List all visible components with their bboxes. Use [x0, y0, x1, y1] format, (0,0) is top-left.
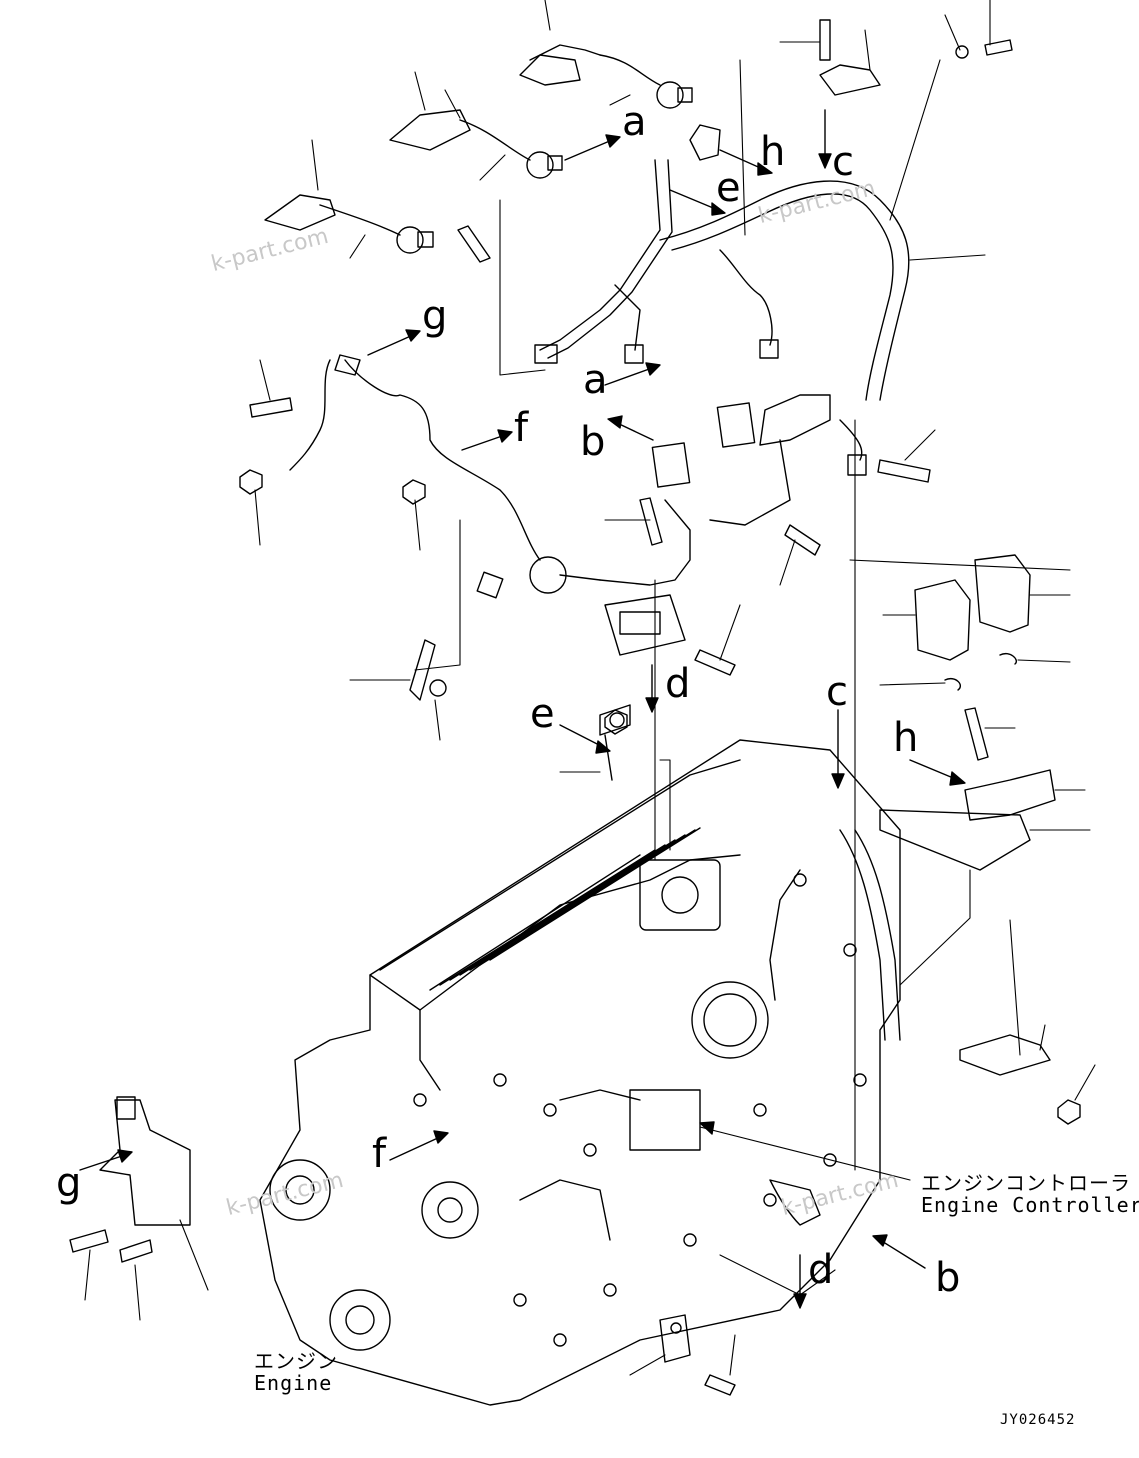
engine-controller-label: エンジンコントローラ Engine Controller: [921, 1172, 1139, 1216]
callout-b-top: b: [580, 419, 606, 465]
left-sub-harness: [289, 354, 601, 701]
callout-f-bottom: f: [372, 1131, 387, 1177]
leader-lines: [84, 0, 1096, 1376]
callout-a-mid: a: [583, 357, 608, 403]
main-wire-harness: [534, 124, 910, 656]
callout-e-top: e: [716, 165, 741, 211]
callout-g-top: g: [422, 293, 448, 339]
callout-e-mid: e: [530, 691, 555, 737]
direction-arrows: [79, 109, 966, 1309]
drawing-code: JY026452: [1000, 1412, 1076, 1428]
bolts-and-nuts: [69, 39, 1081, 1396]
callout-h-mid: h: [893, 715, 919, 761]
engine-label-jp: エンジン: [254, 1349, 338, 1373]
engine-block: [259, 739, 901, 1406]
callout-g-bottom: g: [56, 1160, 82, 1206]
callout-c-mid: c: [826, 669, 848, 715]
engine-controller-label-en: Engine Controller: [921, 1193, 1139, 1217]
callout-a-top: a: [622, 99, 647, 145]
callout-f-top: f: [514, 405, 529, 451]
callout-d-mid: d: [665, 661, 691, 707]
callout-d-bottom: d: [808, 1247, 834, 1293]
sensor-harness-upper: [264, 44, 693, 254]
callout-h-top: h: [760, 129, 786, 175]
connector-covers: [879, 554, 1056, 1076]
engine-controller-label-jp: エンジンコントローラ: [921, 1171, 1131, 1195]
callout-b-bottom: b: [935, 1255, 961, 1301]
engine-label-en: Engine: [254, 1371, 333, 1395]
callout-c-top: c: [832, 139, 854, 185]
engine-label: エンジン Engine: [254, 1350, 338, 1394]
